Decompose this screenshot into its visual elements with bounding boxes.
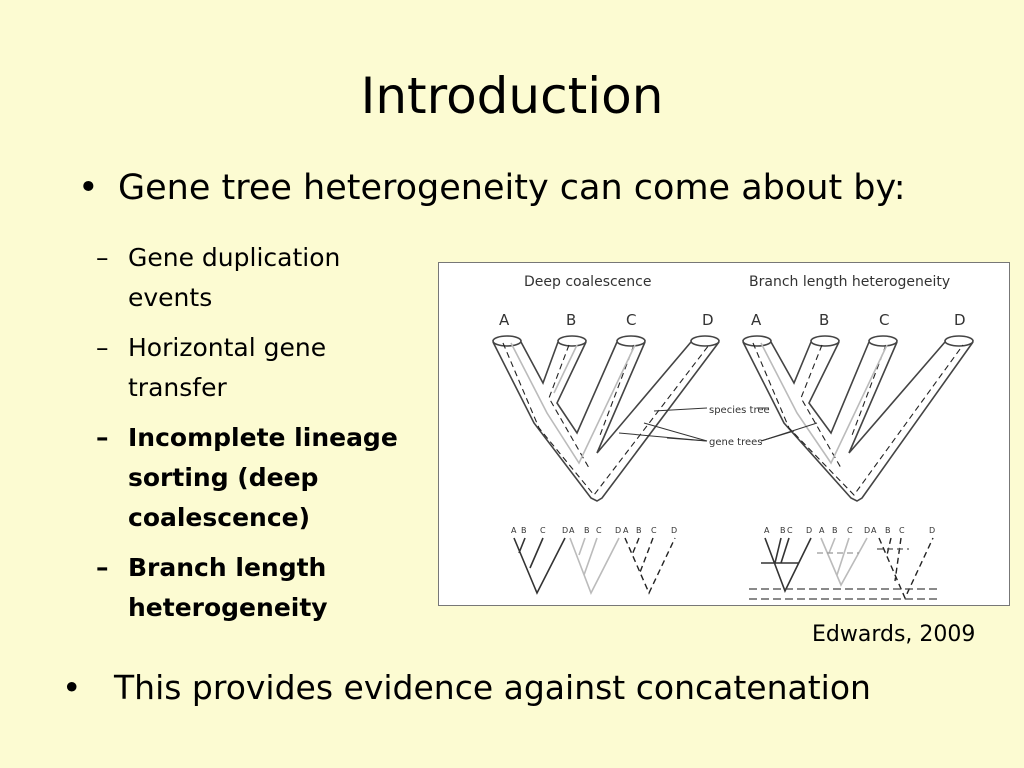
mini-taxon-label: C	[596, 526, 602, 535]
sub-bullet-text: Branch length heterogeneity	[128, 553, 328, 622]
dash-marker: –	[96, 423, 109, 452]
mini-taxon-label: B	[780, 526, 786, 535]
mini-taxon-label: D	[929, 526, 935, 535]
sub-bullet-item: –Incomplete lineage sorting (deep coales…	[96, 418, 416, 538]
mini-taxon-label: A	[569, 526, 575, 535]
sub-bullet-text: Gene duplication events	[128, 243, 341, 312]
mini-taxon-label: D	[562, 526, 568, 535]
mini-taxon-label: C	[787, 526, 793, 535]
mini-taxon-label: D	[671, 526, 677, 535]
bottom-bullet: • This provides evidence against concaten…	[62, 666, 871, 710]
sub-bullet-item: –Gene duplication events	[96, 238, 416, 318]
mini-gene-tree-3: D A B C D	[615, 526, 677, 595]
gene-trees-right	[752, 342, 964, 496]
mini-taxon-label: A	[511, 526, 517, 535]
sub-bullet-text: Incomplete lineage sorting (deep coalesc…	[128, 423, 398, 532]
mini-taxon-label: D	[806, 526, 812, 535]
gene-trees-left	[502, 342, 710, 496]
time-scale-lines	[749, 588, 939, 600]
bottom-bullet-text: This provides evidence against concatena…	[114, 668, 871, 707]
mini-taxon-label: C	[540, 526, 546, 535]
sub-bullet-list: –Gene duplication events –Horizontal gen…	[96, 238, 416, 638]
mini-taxon-label: C	[651, 526, 657, 535]
mini-taxon-label: C	[899, 526, 905, 535]
figure-credit: Edwards, 2009	[812, 622, 976, 647]
mini-gene-tree-4: A B C D	[761, 526, 812, 594]
mini-taxon-label: A	[764, 526, 770, 535]
dash-marker: –	[96, 243, 109, 272]
mini-gene-tree-1: A B C	[511, 526, 566, 595]
mini-taxon-label: A	[819, 526, 825, 535]
taxon-label-a: A	[751, 311, 762, 329]
mini-taxon-label: C	[847, 526, 853, 535]
main-bullet-text: Gene tree heterogeneity can come about b…	[118, 168, 906, 208]
dash-marker: –	[96, 333, 109, 362]
species-tree-right	[742, 335, 974, 502]
bullet-marker: •	[78, 168, 99, 208]
sub-bullet-text: Horizontal gene transfer	[128, 333, 327, 402]
mini-taxon-label: A	[623, 526, 629, 535]
dash-marker: –	[96, 553, 109, 582]
label-species-tree: species tree	[709, 405, 770, 416]
main-bullet: • Gene tree heterogeneity can come about …	[78, 166, 905, 210]
mini-taxon-label: D	[864, 526, 870, 535]
taxon-label-d: D	[702, 311, 714, 329]
species-tree-left	[492, 335, 720, 502]
panel-title-branch-length: Branch length heterogeneity	[749, 274, 950, 290]
mini-taxon-label: B	[832, 526, 838, 535]
taxon-label-d: D	[954, 311, 966, 329]
mini-gene-tree-2: D A B C	[562, 526, 620, 595]
mini-gene-tree-6: A B C D	[871, 526, 935, 600]
mini-gene-tree-5: A B C D	[817, 526, 870, 587]
mini-taxon-label: B	[584, 526, 590, 535]
sub-bullet-item: –Branch length heterogeneity	[96, 548, 416, 628]
slide-title: Introduction	[360, 67, 664, 125]
mini-taxon-label: D	[615, 526, 621, 535]
bullet-marker: •	[62, 668, 82, 707]
taxon-label-b: B	[819, 311, 829, 329]
taxon-label-c: C	[879, 311, 889, 329]
mini-taxon-label: A	[871, 526, 877, 535]
mini-taxon-label: B	[885, 526, 891, 535]
panel-title-deep-coalescence: Deep coalescence	[524, 274, 651, 290]
figure-panel: Deep coalescence Branch length heterogen…	[438, 262, 1010, 606]
mini-taxon-label: B	[636, 526, 642, 535]
mini-taxon-label: B	[521, 526, 527, 535]
figure-diagram: Deep coalescence Branch length heterogen…	[492, 274, 974, 600]
taxon-label-b: B	[566, 311, 576, 329]
label-gene-trees: gene trees	[709, 437, 763, 448]
taxon-label-c: C	[626, 311, 636, 329]
sub-bullet-item: –Horizontal gene transfer	[96, 328, 416, 408]
taxon-label-a: A	[499, 311, 510, 329]
